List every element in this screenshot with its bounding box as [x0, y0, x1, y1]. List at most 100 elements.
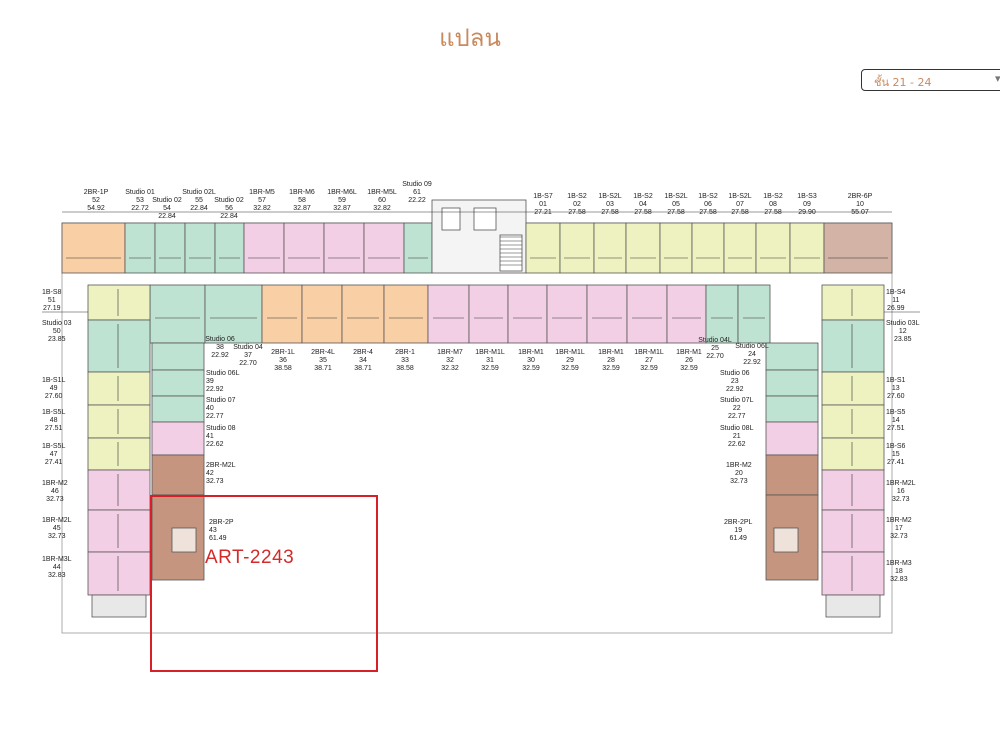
unit-type: 1BR-M1 — [676, 349, 702, 356]
unit-type: 1BR-M1 — [518, 349, 544, 356]
unit-44 — [87, 551, 151, 596]
unit-size: 22.62 — [206, 441, 224, 448]
unit-no: 54 — [163, 205, 171, 212]
unit-size: 32.82 — [253, 205, 271, 212]
unit-07 — [723, 222, 757, 274]
unit-type: Studio 09 — [402, 181, 432, 188]
unit-type: 1BR-M3L — [42, 556, 72, 563]
unit-39 — [151, 342, 205, 371]
unit-size: 22.92 — [206, 386, 224, 393]
unit-no: 01 — [539, 201, 547, 208]
unit-25 — [705, 284, 739, 344]
unit-no: 31 — [486, 357, 494, 364]
unit-size: 23.85 — [48, 336, 66, 343]
unit-type: 1B-S5L — [42, 443, 66, 450]
unit-type: Studio 08 — [206, 425, 236, 432]
unit-size: 27.41 — [886, 459, 905, 466]
unit-type: Studio 04 — [233, 344, 263, 351]
unit-01 — [525, 222, 561, 274]
unit-size: 38.58 — [274, 365, 292, 372]
unit-size: 38.58 — [396, 365, 414, 372]
unit-55 — [184, 222, 216, 274]
unit-no: 47 — [49, 451, 58, 458]
unit-18 — [821, 551, 885, 596]
unit-type: 1B-S6 — [886, 443, 906, 450]
unit-size: 32.73 — [46, 496, 64, 503]
unit-no: 52 — [92, 197, 100, 204]
unit-52 — [61, 222, 126, 274]
unit-type: 2BR-6P — [847, 193, 873, 200]
unit-type: Studio 08L — [720, 425, 754, 432]
unit-type: 1BR-M1L — [475, 349, 505, 356]
unit-no: 35 — [319, 357, 327, 364]
unit-no: 10 — [856, 201, 864, 208]
unit-size: 32.59 — [561, 365, 579, 372]
unit-size: 22.77 — [206, 413, 224, 420]
unit-size: 32.83 — [48, 572, 66, 579]
unit-53 — [124, 222, 156, 274]
unit-no: 06 — [704, 201, 712, 208]
unit-no: 44 — [52, 564, 61, 571]
unit-no: 03 — [606, 201, 614, 208]
floor-select[interactable]: ชั้น 21 - 24 ▾ — [861, 69, 1000, 91]
lift-shaft — [441, 207, 461, 231]
unit-no: 34 — [359, 357, 367, 364]
unit-type: Studio 03L — [886, 320, 920, 327]
unit-23 — [765, 342, 819, 371]
unit-no: 22 — [732, 405, 741, 412]
unit-no: 60 — [378, 197, 386, 204]
unit-type: 1BR-M1L — [555, 349, 585, 356]
unit-type: 1BR-M1 — [598, 349, 624, 356]
unit-size: 32.73 — [892, 496, 910, 503]
unit-no: 50 — [52, 328, 61, 335]
unit-27 — [626, 284, 668, 344]
unit-size: 27.58 — [568, 209, 586, 216]
unit-size: 32.73 — [206, 478, 224, 485]
unit-03 — [593, 222, 627, 274]
unit-type: 1BR-M5 — [249, 189, 275, 196]
unit-no: 08 — [769, 201, 777, 208]
unit-50 — [87, 319, 151, 373]
unit-size: 32.73 — [48, 533, 66, 540]
unit-36 — [261, 284, 303, 344]
unit-type: Studio 06 — [205, 336, 235, 343]
unit-size: 27.19 — [42, 305, 61, 312]
unit-size: 32.87 — [333, 205, 351, 212]
unit-35 — [301, 284, 343, 344]
unit-10 — [823, 222, 893, 274]
unit-no: 15 — [891, 451, 900, 458]
unit-09 — [789, 222, 825, 274]
unit-size: 27.58 — [764, 209, 782, 216]
unit-58 — [283, 222, 325, 274]
unit-43 — [151, 454, 205, 496]
unit-no: 29 — [566, 357, 574, 364]
unit-type: 1B-S3 — [797, 193, 817, 200]
unit-no: 23 — [730, 378, 739, 385]
unit-type: 2BR-2PL — [724, 519, 753, 526]
unit-size: 27.58 — [634, 209, 652, 216]
unit-size: 27.58 — [601, 209, 619, 216]
unit-06 — [691, 222, 725, 274]
unit-48 — [87, 404, 151, 439]
unit-15 — [821, 437, 885, 471]
